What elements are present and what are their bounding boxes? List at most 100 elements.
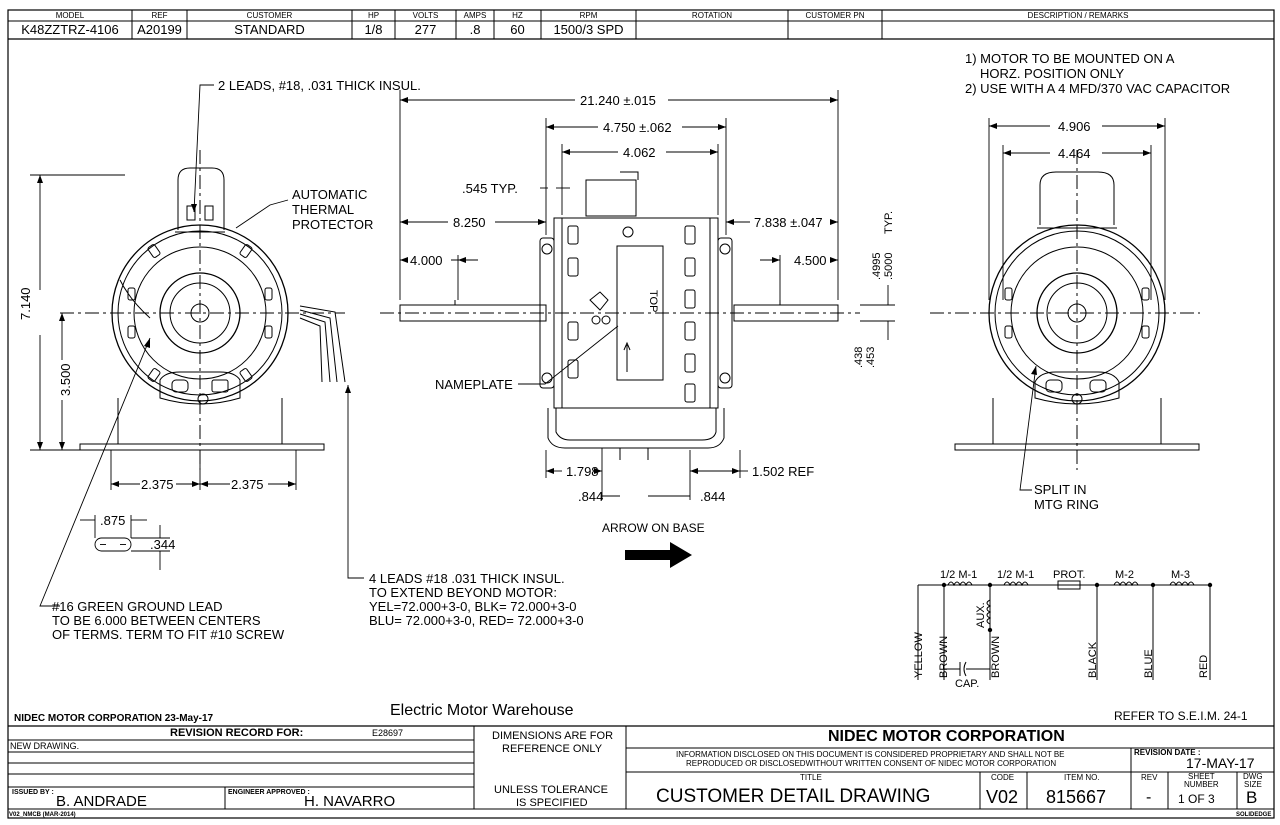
hdr-ref-label: REF	[151, 11, 168, 20]
schem-m2: M-2	[1115, 569, 1134, 581]
dim-2375-right: 2.375	[231, 477, 264, 492]
schem-prot: PROT.	[1053, 569, 1086, 581]
warehouse-label: Electric Motor Warehouse	[390, 702, 574, 719]
hdr-description-label: DESCRIPTION / REMARKS	[1027, 11, 1129, 20]
dim-875: .875	[100, 513, 126, 528]
dim-4500: 4.500	[794, 253, 827, 268]
hdr-ref-value: A20199	[137, 22, 182, 37]
wire-brown-1: BROWN	[938, 636, 950, 678]
dims-reference-1: DIMENSIONS ARE FOR	[492, 730, 614, 742]
dim-4750: 4.750 ±.062	[603, 120, 672, 135]
revision-record-label: REVISION RECORD FOR:	[170, 727, 304, 739]
callout-4-leads-3: YEL=72.000+3-0, BLK= 72.000+3-0	[369, 599, 577, 614]
unless-tolerance-2: IS SPECIFIED	[516, 797, 588, 809]
hdr-rotation-label: ROTATION	[691, 11, 733, 20]
dwg-label-2: SIZE	[1244, 780, 1262, 789]
callout-4-leads-4: BLU= 72.000+3-0, RED= 72.000+3-0	[369, 613, 584, 628]
callout-arrow-on-base: ARROW ON BASE	[602, 521, 705, 535]
top-label: TOP	[647, 290, 659, 312]
dim-typ: TYP.	[883, 211, 895, 234]
dim-5000: .5000	[883, 252, 895, 280]
note-1a: 1) MOTOR TO BE MOUNTED ON A	[965, 51, 1175, 66]
refer-note: REFER TO S.E.I.M. 24-1	[1114, 709, 1248, 723]
hdr-hp-label: HP	[367, 11, 380, 20]
dim-438: .438	[853, 347, 865, 368]
dwg-label-1: DWG	[1243, 772, 1263, 781]
engineer-value: H. NAVARRO	[304, 793, 396, 810]
callout-4-leads-1: 4 LEADS #18 .031 THICK INSUL.	[369, 571, 565, 586]
hdr-amps-value: .8	[469, 22, 481, 37]
hdr-volts-value: 277	[414, 22, 437, 37]
dim-8250: 8.250	[453, 215, 486, 230]
hdr-model-value: K48ZZTRZ-4106	[21, 22, 119, 37]
proprietary-line-1: INFORMATION DISCLOSED ON THIS DOCUMENT I…	[676, 750, 1065, 759]
wire-red: RED	[1198, 655, 1210, 678]
schem-m3: M-3	[1171, 569, 1190, 581]
callout-split-2: MTG RING	[1034, 497, 1099, 512]
revision-date: 17-MAY-17	[1186, 755, 1255, 771]
callout-2-leads: 2 LEADS, #18, .031 THICK INSUL.	[218, 78, 421, 93]
new-drawing: NEW DRAWING.	[10, 741, 80, 751]
hdr-customer-value: STANDARD	[234, 22, 305, 37]
callout-thermal-3: PROTECTOR	[292, 217, 374, 232]
hdr-customer-label: CUSTOMER	[246, 11, 293, 20]
dim-4995: .4995	[871, 252, 883, 280]
hdr-amps-label: AMPS	[463, 11, 487, 20]
revision-date-label: REVISION DATE :	[1134, 748, 1201, 757]
callout-thermal-1: AUTOMATIC	[292, 187, 368, 202]
note-2: 2) USE WITH A 4 MFD/370 VAC CAPACITOR	[965, 81, 1231, 96]
dim-4062: 4.062	[623, 145, 656, 160]
hdr-customer-pn-label: CUSTOMER PN	[805, 11, 865, 20]
hdr-model-label: MODEL	[55, 11, 85, 20]
dim-453: .453	[865, 347, 877, 368]
callout-ground-1: #16 GREEN GROUND LEAD	[52, 599, 223, 614]
wire-yellow: YELLOW	[913, 632, 925, 678]
dim-7838: 7.838 ±.047	[754, 215, 823, 230]
hdr-hp-value: 1/8	[364, 22, 383, 37]
callout-split-1: SPLIT IN	[1034, 482, 1087, 497]
rev-label: REV	[1141, 773, 1158, 782]
drawing-title: CUSTOMER DETAIL DRAWING	[656, 786, 931, 807]
engineer-label: ENGINEER APPROVED :	[228, 789, 310, 796]
dim-3500: 3.500	[58, 363, 73, 396]
sheet-value: 1 OF 3	[1178, 792, 1215, 806]
dwg-value: B	[1246, 788, 1258, 807]
dim-1502: 1.502 REF	[752, 464, 815, 479]
dim-2375-left: 2.375	[141, 477, 174, 492]
callout-thermal-2: THERMAL	[292, 202, 355, 217]
unless-tolerance-1: UNLESS TOLERANCE	[494, 784, 608, 796]
hdr-rpm-value: 1500/3 SPD	[553, 22, 624, 37]
dim-4906: 4.906	[1058, 119, 1091, 134]
issued-by-value: B. ANDRADE	[56, 793, 147, 810]
schem-m1a: 1/2 M-1	[940, 569, 978, 581]
dim-4464: 4.464	[1058, 146, 1091, 161]
dim-1798: 1.798	[566, 464, 599, 479]
sheet-label-2: NUMBER	[1184, 780, 1219, 789]
callout-nameplate: NAMEPLATE	[435, 377, 513, 392]
dim-844-right: .844	[700, 489, 726, 504]
dim-7140: 7.140	[18, 287, 33, 320]
hdr-hz-value: 60	[510, 22, 525, 37]
company-name: NIDEC MOTOR CORPORATION	[828, 728, 1065, 745]
dim-21240: 21.240 ±.015	[580, 93, 656, 108]
issued-by-label: ISSUED BY :	[12, 789, 54, 796]
aux-label: AUX.	[975, 602, 987, 628]
note-1b: HORZ. POSITION ONLY	[980, 66, 1125, 81]
code-label: CODE	[991, 773, 1015, 782]
sheet-label-1: SHEET	[1188, 772, 1215, 781]
rev-value: -	[1146, 789, 1152, 806]
item-label: ITEM NO.	[1064, 773, 1100, 782]
nidec-date: NIDEC MOTOR CORPORATION 23-May-17	[14, 713, 214, 724]
footer-right: SOLIDEDGE	[1236, 812, 1272, 818]
hdr-volts-label: VOLTS	[412, 11, 439, 20]
hdr-hz-label: HZ	[512, 11, 523, 20]
wire-black: BLACK	[1087, 641, 1099, 678]
callout-4-leads-2: TO EXTEND BEYOND MOTOR:	[369, 585, 558, 600]
dim-344: .344	[150, 537, 176, 552]
wire-brown-2: BROWN	[990, 636, 1002, 678]
hdr-rpm-label: RPM	[579, 11, 598, 20]
callout-ground-2: TO BE 6.000 BETWEEN CENTERS	[52, 613, 261, 628]
item-value: 815667	[1046, 787, 1107, 807]
